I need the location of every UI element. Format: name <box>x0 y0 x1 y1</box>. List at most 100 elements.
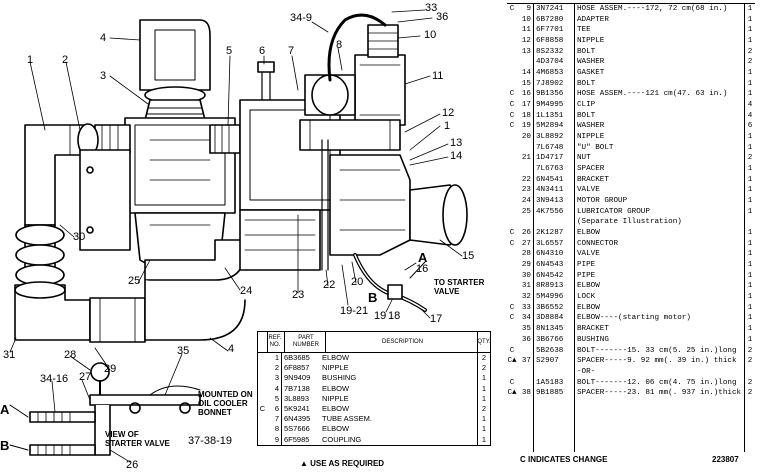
part-number: 5M4996 <box>534 292 575 303</box>
ref-number: 32 <box>517 292 534 303</box>
ref-number: 11 <box>517 25 534 37</box>
quantity: 1 <box>744 334 755 346</box>
quantity <box>744 217 755 229</box>
description: BOLT <box>577 79 596 88</box>
part-number: 6B7280 <box>534 14 575 26</box>
callout-A-view: A <box>0 402 10 417</box>
change-symbol: C <box>509 111 515 120</box>
description: NUT <box>577 154 591 163</box>
description: BOLT-------12. 06 cm(4. 75 in.)long <box>577 378 737 387</box>
callout-27: 27 <box>79 371 92 383</box>
change-symbol <box>258 394 267 404</box>
change-symbol: C <box>509 229 515 238</box>
change-symbol <box>507 217 517 228</box>
part-number: 4K7556 <box>534 206 575 218</box>
quantity: 1 <box>477 414 490 425</box>
ref-number: 3 <box>274 373 279 383</box>
ref-number <box>517 142 534 154</box>
quantity: 1 <box>477 373 490 384</box>
description: ADAPTER <box>577 15 609 24</box>
description: CONNECTOR <box>577 239 619 248</box>
ref-number <box>517 398 534 410</box>
note-view-of-starter-valve: VIEW OF STARTER VALVE <box>105 430 170 448</box>
table-row: (Separate Illustration) <box>507 217 755 229</box>
callout-37-38-19: 37-38-19 <box>188 435 233 447</box>
change-symbol <box>258 363 267 373</box>
assembly-illustration <box>9 9 468 463</box>
callout-19: 19 <box>374 310 387 322</box>
change-symbol <box>507 431 517 442</box>
quantity: 1 <box>744 89 755 101</box>
callout-30: 30 <box>73 231 86 243</box>
description: WASHER <box>577 122 605 131</box>
ref-number: 18 <box>517 110 534 122</box>
quantity: 2 <box>477 353 490 364</box>
ref-number: 10 <box>517 14 534 26</box>
description: SPACER-----23. 81 mm(. 937 in.)thick <box>577 389 742 398</box>
quantity: 1 <box>744 4 755 15</box>
part-number: 5M2894 <box>534 121 575 133</box>
quantity: 1 <box>744 164 755 175</box>
quantity: 2 <box>744 46 755 58</box>
ref-number: 8 <box>274 424 279 434</box>
part-number <box>534 398 575 410</box>
change-symbol <box>258 373 267 383</box>
description: MOTOR GROUP <box>577 197 628 206</box>
part-number: 7L6748 <box>534 142 575 154</box>
part-number: 5B2638 <box>534 345 575 357</box>
part-number: 6B3685 <box>281 353 320 364</box>
change-symbol <box>258 384 267 394</box>
change-symbol <box>507 153 517 164</box>
quantity: 1 <box>744 238 755 250</box>
description: -OR- <box>577 367 596 376</box>
callout-28: 28 <box>64 349 77 361</box>
part-number: 1D4717 <box>534 153 575 165</box>
change-symbol <box>507 292 517 303</box>
change-symbol <box>507 367 517 378</box>
ref-number <box>517 57 534 69</box>
part-number: 6F5985 <box>281 434 320 445</box>
change-symbol <box>258 414 267 424</box>
ref-number: 30 <box>517 270 534 282</box>
callout-17: 17 <box>430 313 443 325</box>
change-symbol <box>507 143 517 154</box>
quantity <box>744 409 755 421</box>
part-number: 9N9409 <box>281 373 320 384</box>
description: TUBE ASSEM. <box>322 414 373 424</box>
ref-number: 26 <box>517 228 534 239</box>
part-number: 6N4543 <box>534 260 575 271</box>
part-number: 7B7138 <box>281 383 320 394</box>
change-symbol <box>507 324 517 335</box>
callout-8: 8 <box>336 39 343 51</box>
ref-number: 9 <box>274 434 279 444</box>
description: BUSHING <box>322 373 357 383</box>
callout-15: 15 <box>462 250 475 262</box>
description: NIPPLE <box>577 37 605 46</box>
part-number <box>534 409 575 421</box>
ref-number: 6 <box>274 403 279 413</box>
ref-number <box>517 345 534 357</box>
quantity: 1 <box>744 206 755 218</box>
part-number: 3D8884 <box>534 313 575 325</box>
change-symbol: C <box>509 90 515 99</box>
quantity <box>744 420 755 431</box>
part-number: 8S2332 <box>534 46 575 58</box>
illustration-code: 223807 <box>712 455 739 464</box>
table-row <box>507 441 755 453</box>
description: PIPE <box>577 271 596 280</box>
callout-36: 36 <box>436 11 449 23</box>
